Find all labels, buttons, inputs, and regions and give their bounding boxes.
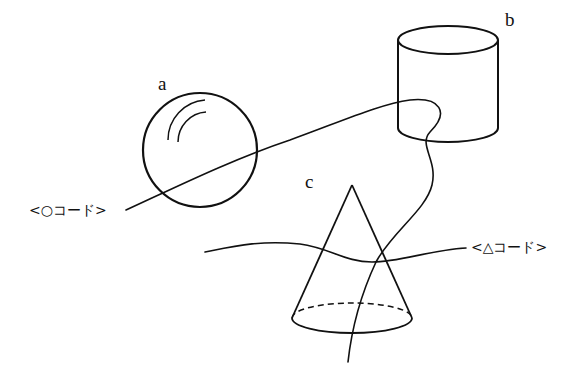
part-letter: b	[505, 10, 515, 29]
sphere-shape: a	[140, 70, 265, 215]
cord-label: <○コード>	[28, 202, 108, 219]
circle-cord	[126, 100, 440, 362]
cylinder-shape: b	[392, 8, 527, 148]
part-letter: c	[305, 172, 313, 191]
cylinder-outline	[392, 8, 527, 148]
cord-label: <△コード>	[470, 239, 548, 256]
part-letter: a	[158, 74, 166, 93]
cone-shape: c	[285, 170, 420, 340]
triangle-cord	[205, 243, 466, 262]
cone-outline	[285, 170, 420, 340]
